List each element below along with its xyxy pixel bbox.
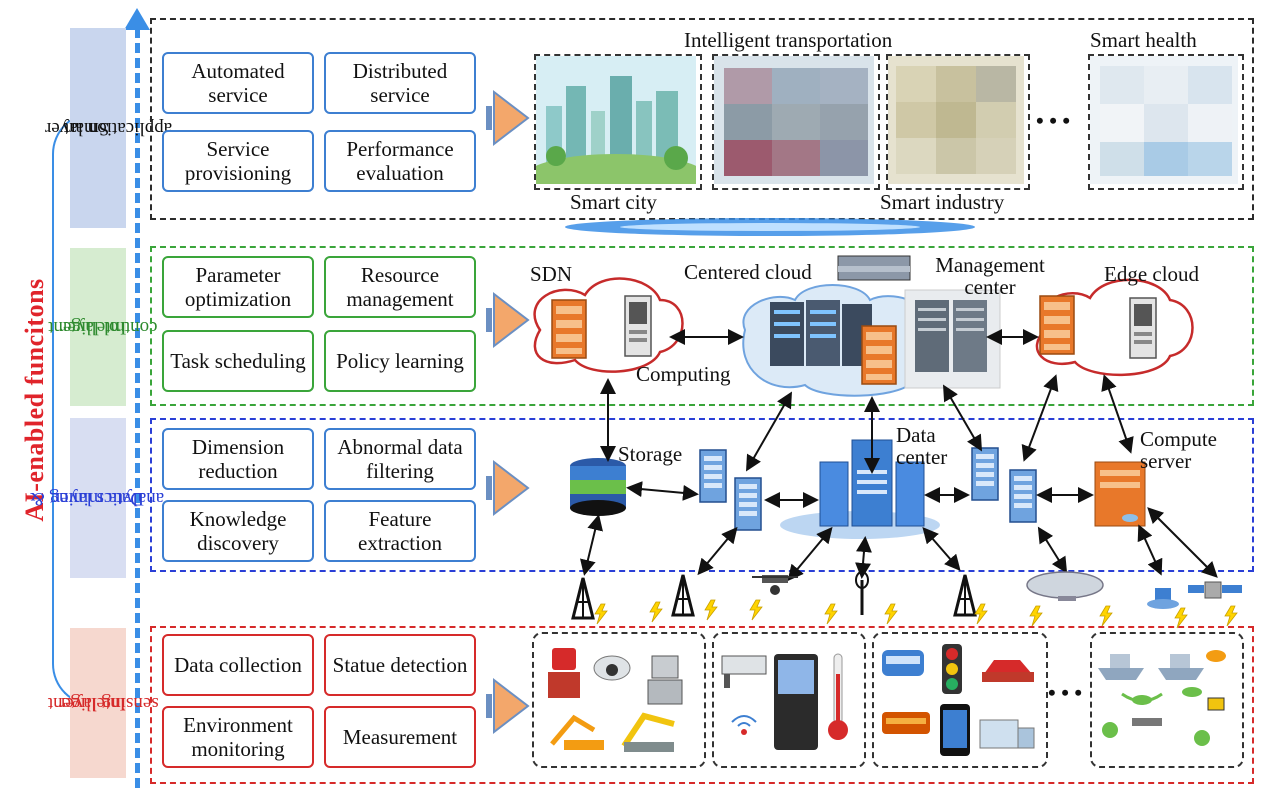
function-box: Environment monitoring bbox=[162, 706, 314, 768]
flow-arrow-icon bbox=[486, 291, 530, 349]
function-box: Policy learning bbox=[324, 330, 476, 392]
smart-industry-image bbox=[886, 54, 1030, 190]
tab-line-2: sensing layer bbox=[59, 693, 159, 714]
tab-line-2: control layer bbox=[60, 317, 158, 338]
label-sdn: SDN bbox=[530, 262, 573, 286]
label-smart-industry: Smart industry bbox=[880, 190, 1005, 214]
application-ellipsis: • • • bbox=[1036, 108, 1071, 133]
panel-sensing bbox=[150, 626, 1254, 784]
function-box: Service provisioning bbox=[162, 130, 314, 192]
flow-arrow-icon bbox=[486, 89, 530, 147]
function-box: Feature extraction bbox=[324, 500, 476, 562]
label-smart-city: Smart city bbox=[570, 190, 657, 214]
function-box: Automated service bbox=[162, 52, 314, 114]
function-box: Task scheduling bbox=[162, 330, 314, 392]
device-group-monitoring bbox=[712, 632, 866, 768]
function-box: Knowledge discovery bbox=[162, 500, 314, 562]
device-group-traffic bbox=[872, 632, 1048, 768]
smart-health-image bbox=[1088, 54, 1244, 190]
device-group-marine bbox=[1090, 632, 1244, 768]
smart-city-image bbox=[526, 54, 706, 198]
network-diagram bbox=[533, 255, 1242, 629]
layer-divider-lens bbox=[565, 218, 975, 236]
tab-line-2: analytics layer bbox=[53, 488, 165, 509]
axis-dashed-line bbox=[135, 28, 140, 788]
tab-mining-layer: Data mining &analytics layer bbox=[30, 418, 164, 578]
label-edge-cloud: Edge cloud bbox=[1104, 262, 1200, 286]
function-box: Statue detection bbox=[324, 634, 476, 696]
panel-control bbox=[150, 246, 1254, 406]
label-data-center: Data center bbox=[896, 423, 948, 469]
function-box: Abnormal data filtering bbox=[324, 428, 476, 490]
device-group-robots bbox=[532, 632, 706, 768]
function-box: Parameter optimization bbox=[162, 256, 314, 318]
label-smart-health: Smart health bbox=[1090, 28, 1197, 52]
function-box: Distributed service bbox=[324, 52, 476, 114]
label-centered-cloud: Centered cloud bbox=[684, 260, 812, 284]
axis-arrow-head bbox=[124, 8, 150, 30]
function-box: Dimension reduction bbox=[162, 428, 314, 490]
function-box: Measurement bbox=[324, 706, 476, 768]
label-intelligent-transportation: Intelligent transportation bbox=[684, 28, 893, 52]
label-management-center: Management center bbox=[935, 253, 1045, 299]
function-box: Data collection bbox=[162, 634, 314, 696]
label-storage: Storage bbox=[618, 442, 683, 466]
intelligent-transportation-image bbox=[712, 54, 880, 190]
function-box: Performance evaluation bbox=[324, 130, 476, 192]
label-compute-server: Compute server bbox=[1140, 427, 1217, 473]
flow-arrow-icon bbox=[486, 677, 530, 735]
sensing-ellipsis: • • • bbox=[1048, 680, 1083, 705]
label-computing: Computing bbox=[636, 362, 731, 386]
side-title: AI-enabled funcitons bbox=[20, 278, 49, 522]
function-box: Resource management bbox=[324, 256, 476, 318]
flow-arrow-icon bbox=[486, 459, 530, 517]
